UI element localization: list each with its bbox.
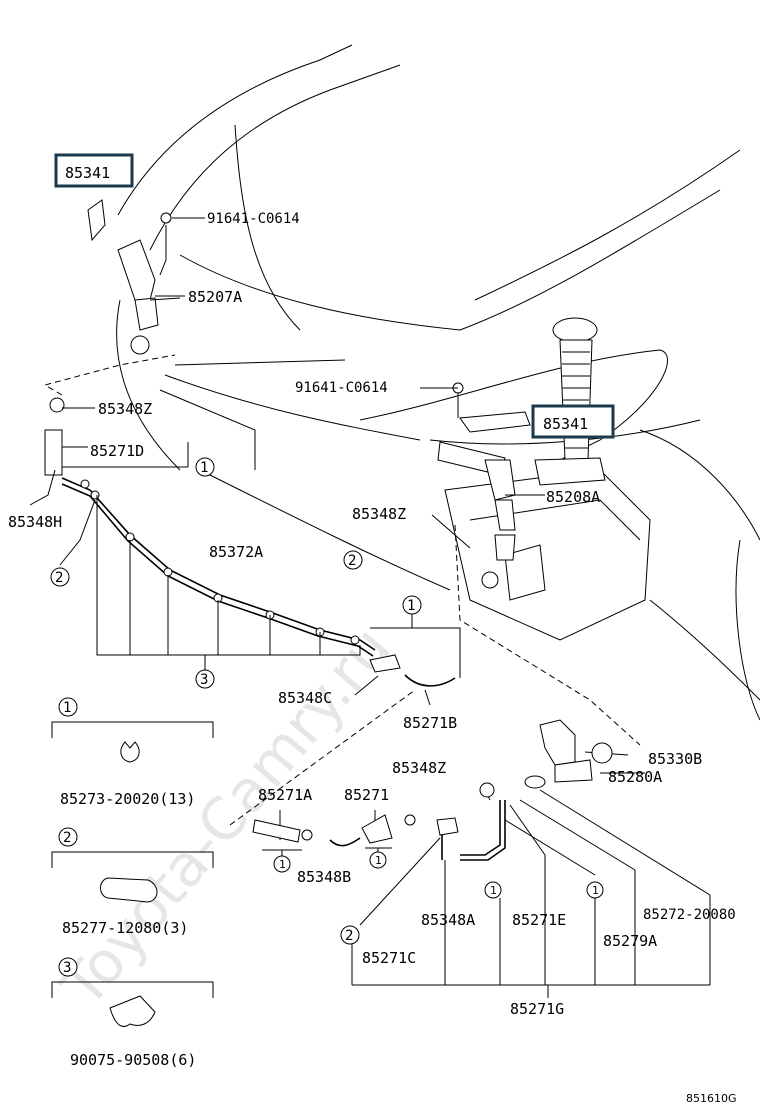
legend-part: 85273-20020(13)	[60, 790, 195, 808]
part-label: 85348Z	[392, 759, 446, 777]
callout-number: 3	[200, 672, 208, 688]
callout-number: 2	[345, 928, 353, 944]
part-label: 85348Z	[98, 400, 152, 418]
legend	[51, 721, 214, 1027]
legend-number: 3	[63, 960, 71, 976]
tube-icon	[100, 877, 158, 903]
part-label: 91641-C0614	[207, 211, 300, 227]
callout-number: 1	[375, 854, 382, 867]
part-labels: 85341 91641-C0614 85207A 91641-C0614 853…	[8, 164, 736, 1018]
legend-entries: 1 85273-20020(13) 2 85277-12080(3) 3 900…	[58, 697, 196, 1069]
legend-number: 2	[63, 830, 71, 846]
callout-number: 2	[348, 553, 356, 569]
part-label: 85280A	[608, 768, 662, 786]
leader-lines	[29, 217, 645, 840]
callout-number: 2	[55, 570, 63, 586]
callout-number: 1	[279, 858, 286, 871]
part-box-85341-left	[54, 153, 134, 188]
part-label: 85272-20080	[643, 907, 736, 923]
figure-code: 851610G	[686, 1092, 737, 1105]
part-label: 85271	[344, 786, 389, 804]
part-label: 85271B	[403, 714, 457, 732]
hose-85372A	[44, 397, 456, 687]
part-label: 85271A	[258, 786, 312, 804]
part-label: 85271E	[512, 911, 566, 929]
lower-pump-assembly	[252, 719, 613, 861]
part-label: 91641-C0614	[295, 380, 388, 396]
part-label: 85348A	[421, 911, 475, 929]
part-label: 85271G	[510, 1000, 564, 1018]
callout-bracket-lower	[262, 789, 711, 998]
callout-bracket-3	[96, 495, 361, 670]
car-body-outline	[116, 44, 760, 721]
part-label: 85208A	[546, 488, 600, 506]
part-label: 85348C	[278, 689, 332, 707]
part-label: 85341	[543, 415, 588, 433]
clip-icon	[109, 995, 156, 1027]
watermark-text: Toyota-Camry.ru	[48, 614, 404, 1020]
part-label: 85348Z	[352, 505, 406, 523]
callout-circles: 1 2 2 1 3 1 1 1 1 2 1	[50, 457, 604, 945]
part-label: 85348H	[8, 513, 62, 531]
left-nozzle-assembly	[87, 199, 181, 355]
part-label: 85348B	[297, 868, 351, 886]
part-label: 85271D	[90, 442, 144, 460]
part-label: 85330B	[648, 750, 702, 768]
legend-part: 85277-12080(3)	[62, 919, 188, 937]
callout-number: 1	[407, 598, 415, 614]
callout-number: 1	[592, 884, 599, 897]
callout-number: 1	[490, 884, 497, 897]
part-box-85341-right	[531, 404, 615, 439]
part-label: 85372A	[209, 543, 263, 561]
legend-part: 90075-90508(6)	[70, 1051, 196, 1069]
part-label: 85279A	[603, 932, 657, 950]
legend-number: 1	[63, 700, 71, 716]
clamp-icon	[120, 741, 140, 763]
part-label: 85207A	[188, 288, 242, 306]
part-label: 85271C	[362, 949, 416, 967]
part-label: 85341	[65, 164, 110, 182]
callout-number: 1	[200, 460, 208, 476]
right-nozzle-assembly	[437, 382, 531, 561]
